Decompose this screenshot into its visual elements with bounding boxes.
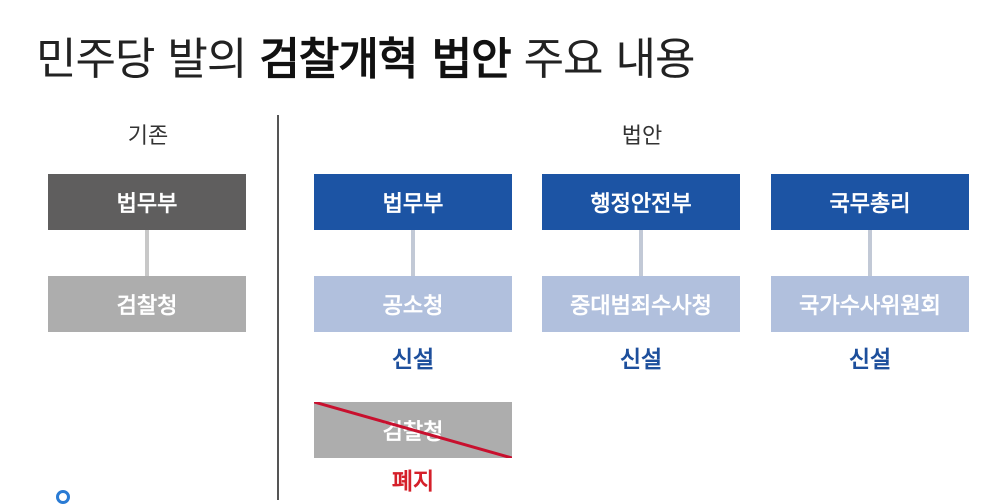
bill-connector-2: [639, 230, 643, 276]
bill-status-abolished: 폐지: [391, 469, 435, 495]
existing-ministry-box: 법무부: [48, 174, 246, 230]
page-title: 민주당 발의 검찰개혁 법안 주요 내용: [36, 30, 696, 90]
bill-connector-3: [868, 230, 872, 276]
bill-abolished-prosecution-box: 검찰청: [314, 402, 512, 458]
bill-interior-ministry-box: 행정안전부: [542, 174, 740, 230]
bill-public-prosecution-box: 공소청: [314, 276, 512, 332]
bill-prime-minister-box: 국무총리: [771, 174, 969, 230]
title-highlight: 검찰개혁 법안: [259, 34, 511, 85]
bill-ministry-justice-box: 법무부: [314, 174, 512, 230]
existing-connector: [145, 230, 149, 276]
title-prefix: 민주당 발의: [36, 34, 260, 85]
bill-status-new-1: 신설: [391, 347, 435, 373]
bill-connector-1: [411, 230, 415, 276]
bill-status-new-2: 신설: [619, 347, 663, 373]
title-suffix: 주요 내용: [510, 34, 696, 85]
bill-status-new-3: 신설: [848, 347, 892, 373]
bill-serious-crime-agency-box: 중대범죄수사청: [542, 276, 740, 332]
strikethrough-line: [314, 402, 512, 458]
column-divider: [277, 115, 279, 500]
existing-prosecution-box: 검찰청: [48, 276, 246, 332]
column-header-bill: 법안: [621, 124, 663, 149]
bill-national-investigation-committee-box: 국가수사위원회: [771, 276, 969, 332]
column-header-existing: 기존: [127, 124, 169, 149]
